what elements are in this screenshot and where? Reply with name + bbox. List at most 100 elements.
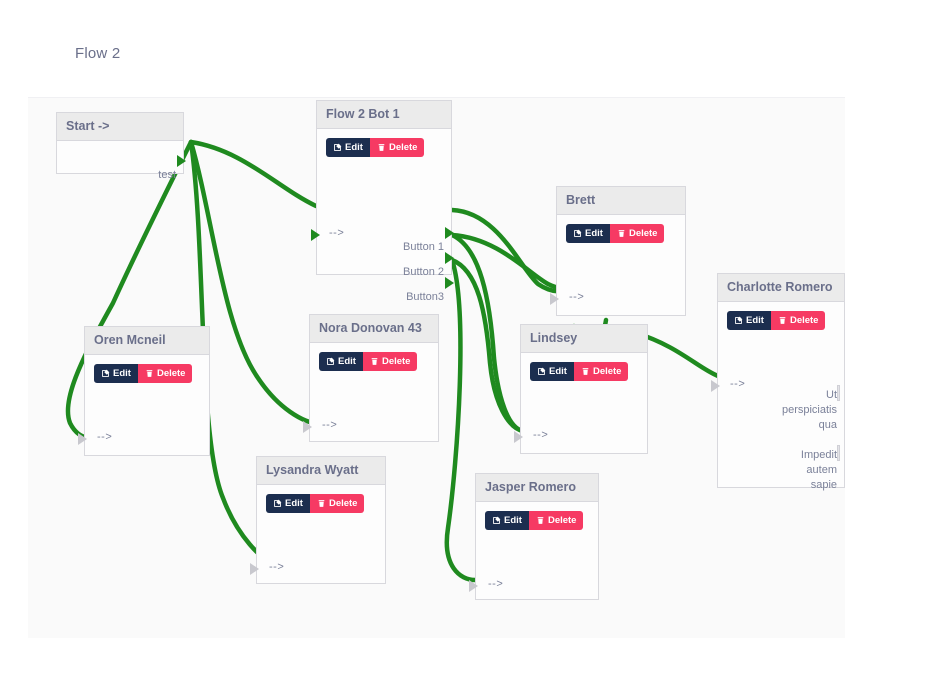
- delete-button[interactable]: Delete: [528, 511, 584, 530]
- output-port-label: Ut perspiciatis qua: [781, 389, 837, 431]
- node-lindsey[interactable]: Lindsey Edit Delete: [514, 324, 648, 454]
- node-brett[interactable]: Brett Edit Delete: [550, 186, 686, 316]
- input-handle-icon[interactable]: [550, 293, 559, 305]
- input-handle-icon[interactable]: [711, 380, 720, 392]
- node-nora-donovan-43[interactable]: Nora Donovan 43 Edit Delete: [303, 314, 439, 442]
- output-port-label: test: [158, 169, 176, 181]
- node-action-buttons: Edit Delete: [319, 352, 418, 371]
- trash-icon: [370, 357, 379, 366]
- edit-button[interactable]: Edit: [326, 138, 370, 157]
- node-body: test: [57, 141, 186, 181]
- input-port[interactable]: -->: [250, 561, 285, 575]
- edit-button[interactable]: Edit: [566, 224, 610, 243]
- input-port[interactable]: -->: [311, 227, 344, 241]
- output-port-button-1[interactable]: Button 1: [403, 225, 454, 270]
- delete-button[interactable]: Delete: [369, 138, 425, 157]
- node-body: Edit Delete -->: [78, 355, 209, 456]
- edit-button-label: Edit: [549, 366, 567, 377]
- input-port-label: -->: [97, 431, 113, 443]
- node-charlotte-romero[interactable]: Charlotte Romero Edit Delete: [711, 273, 845, 491]
- flow-canvas[interactable]: Start -> test Flow 2 Bot 1 Edit: [28, 98, 845, 638]
- delete-button[interactable]: Delete: [362, 352, 418, 371]
- node-oren-mcneil[interactable]: Oren Mcneil Edit Delete: [78, 326, 210, 456]
- pencil-square-icon: [573, 229, 582, 238]
- input-port[interactable]: -->: [469, 578, 504, 592]
- input-handle-icon[interactable]: [514, 431, 523, 443]
- input-port-label: -->: [730, 378, 746, 390]
- input-port-label: -->: [269, 561, 285, 573]
- edge-start-flow2bot1: [188, 139, 319, 209]
- pencil-square-icon: [537, 367, 546, 376]
- output-port-button-3[interactable]: Button3: [406, 275, 454, 320]
- delete-button[interactable]: Delete: [770, 311, 826, 330]
- delete-button-label: Delete: [592, 366, 622, 377]
- delete-button-label: Delete: [381, 356, 411, 367]
- edit-button-label: Edit: [585, 228, 603, 239]
- input-port[interactable]: -->: [711, 378, 746, 392]
- output-port-impedit-autem-sapie[interactable]: Impedit autem sapie: [801, 433, 840, 508]
- delete-button[interactable]: Delete: [573, 362, 629, 381]
- input-port-label: -->: [533, 429, 549, 441]
- output-port-test[interactable]: test: [158, 153, 186, 198]
- pencil-square-icon: [101, 369, 110, 378]
- node-title: Brett: [557, 187, 685, 215]
- input-port[interactable]: -->: [78, 431, 113, 445]
- output-port-button-2[interactable]: Button 2: [403, 250, 454, 295]
- edit-button[interactable]: Edit: [266, 494, 310, 513]
- output-handle-icon[interactable]: [445, 252, 454, 264]
- output-handle-icon[interactable]: [445, 227, 454, 239]
- delete-button-label: Delete: [328, 498, 358, 509]
- input-port-label: -->: [488, 578, 504, 590]
- node-action-buttons: Edit Delete: [94, 364, 193, 383]
- input-port[interactable]: -->: [514, 429, 549, 443]
- edit-button[interactable]: Edit: [485, 511, 529, 530]
- node-body: Edit Delete -->: [469, 502, 598, 600]
- node-body: Edit Delete --> Button 1: [311, 129, 454, 303]
- edit-button[interactable]: Edit: [319, 352, 363, 371]
- edit-button-label: Edit: [285, 498, 303, 509]
- edge-lindsey-charlotte: [633, 330, 721, 379]
- trash-icon: [778, 316, 787, 325]
- input-handle-icon[interactable]: [469, 580, 478, 592]
- delete-button-label: Delete: [547, 515, 577, 526]
- trash-icon: [617, 229, 626, 238]
- node-start[interactable]: Start -> test: [56, 112, 186, 181]
- input-port[interactable]: -->: [550, 291, 584, 305]
- output-handle-icon[interactable]: [177, 155, 186, 167]
- pencil-square-icon: [326, 357, 335, 366]
- edge-button1-brett: [449, 207, 576, 294]
- input-handle-icon[interactable]: [78, 433, 87, 445]
- input-handle-icon[interactable]: [303, 421, 312, 433]
- input-port[interactable]: -->: [303, 419, 337, 433]
- node-title: Charlotte Romero: [718, 274, 844, 302]
- edge-button3-jasper: [444, 257, 478, 583]
- pencil-square-icon: [273, 499, 282, 508]
- node-action-buttons: Edit Delete: [530, 362, 629, 381]
- delete-button-label: Delete: [156, 368, 186, 379]
- output-handle-icon[interactable]: [445, 277, 454, 289]
- output-handle-icon[interactable]: [837, 445, 840, 461]
- input-handle-icon[interactable]: [250, 563, 259, 575]
- trash-icon: [536, 516, 545, 525]
- node-title: Flow 2 Bot 1: [317, 101, 451, 129]
- node-title: Nora Donovan 43: [310, 315, 438, 343]
- delete-button[interactable]: Delete: [609, 224, 665, 243]
- node-action-buttons: Edit Delete: [326, 138, 425, 157]
- output-port-ut-perspiciatis-qua[interactable]: Ut perspiciatis qua: [781, 373, 840, 448]
- output-port-label: Button 1: [403, 241, 444, 253]
- delete-button[interactable]: Delete: [309, 494, 365, 513]
- node-lysandra-wyatt[interactable]: Lysandra Wyatt Edit Delete: [250, 456, 386, 584]
- output-handle-icon[interactable]: [837, 385, 840, 401]
- edit-button[interactable]: Edit: [727, 311, 771, 330]
- edit-button-label: Edit: [746, 315, 764, 326]
- node-jasper-romero[interactable]: Jasper Romero Edit Delete: [469, 473, 599, 600]
- delete-button[interactable]: Delete: [137, 364, 193, 383]
- edit-button[interactable]: Edit: [530, 362, 574, 381]
- edit-button-label: Edit: [338, 356, 356, 367]
- node-body: Edit Delete -->: [303, 343, 438, 442]
- input-handle-icon[interactable]: [311, 229, 320, 241]
- edit-button[interactable]: Edit: [94, 364, 138, 383]
- node-flow-2-bot-1[interactable]: Flow 2 Bot 1 Edit Delete: [311, 100, 454, 303]
- trash-icon: [317, 499, 326, 508]
- node-title: Lindsey: [521, 325, 647, 353]
